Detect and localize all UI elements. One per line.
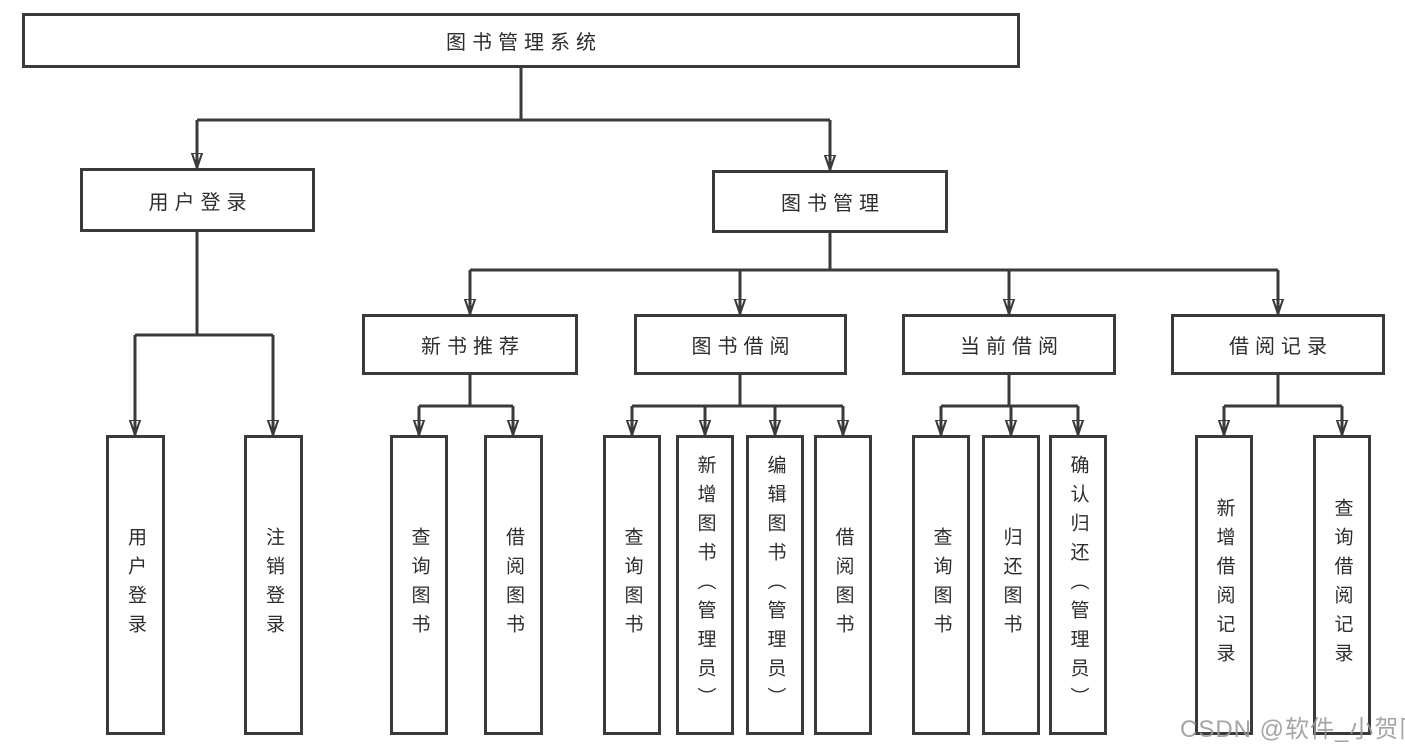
csdn-watermark: CSDN @软件_小贺同学 [1180, 716, 1405, 743]
node-leaf-add-book: 新增图书（管理员） [676, 435, 734, 735]
node-leaf-user-login: 用户登录 [106, 435, 165, 735]
node-leaf-add-borrow-record: 新增借阅记录 [1195, 435, 1253, 735]
node-leaf-borrow-book-2: 借阅图书 [814, 435, 872, 735]
edges-root [197, 68, 830, 170]
edges-book-management [470, 233, 1278, 314]
node-borrow-records: 借阅记录 [1171, 314, 1385, 375]
node-leaf-query-book-1: 查询图书 [390, 435, 448, 735]
edges-new-book-recommend [419, 375, 513, 435]
node-book-borrow: 图书借阅 [634, 314, 847, 375]
edges-current-borrow [941, 375, 1078, 435]
node-leaf-logout: 注销登录 [244, 435, 303, 735]
node-new-book-recommend: 新书推荐 [362, 314, 578, 375]
node-current-borrow: 当前借阅 [902, 314, 1116, 375]
node-root: 图书管理系统 [22, 13, 1020, 68]
edges-user-login [135, 232, 273, 435]
node-leaf-return-book: 归还图书 [982, 435, 1040, 735]
node-leaf-query-book-2: 查询图书 [603, 435, 661, 735]
node-leaf-confirm-return: 确认归还（管理员） [1049, 435, 1107, 735]
node-leaf-query-borrow-record: 查询借阅记录 [1313, 435, 1371, 735]
node-leaf-borrow-book-1: 借阅图书 [484, 435, 543, 735]
node-leaf-query-book-3: 查询图书 [912, 435, 970, 735]
node-user-login: 用户登录 [80, 168, 315, 232]
edges-borrow-records [1224, 375, 1342, 435]
edges-book-borrow [632, 375, 843, 435]
node-leaf-edit-book: 编辑图书（管理员） [746, 435, 804, 735]
node-book-management: 图书管理 [712, 170, 948, 233]
